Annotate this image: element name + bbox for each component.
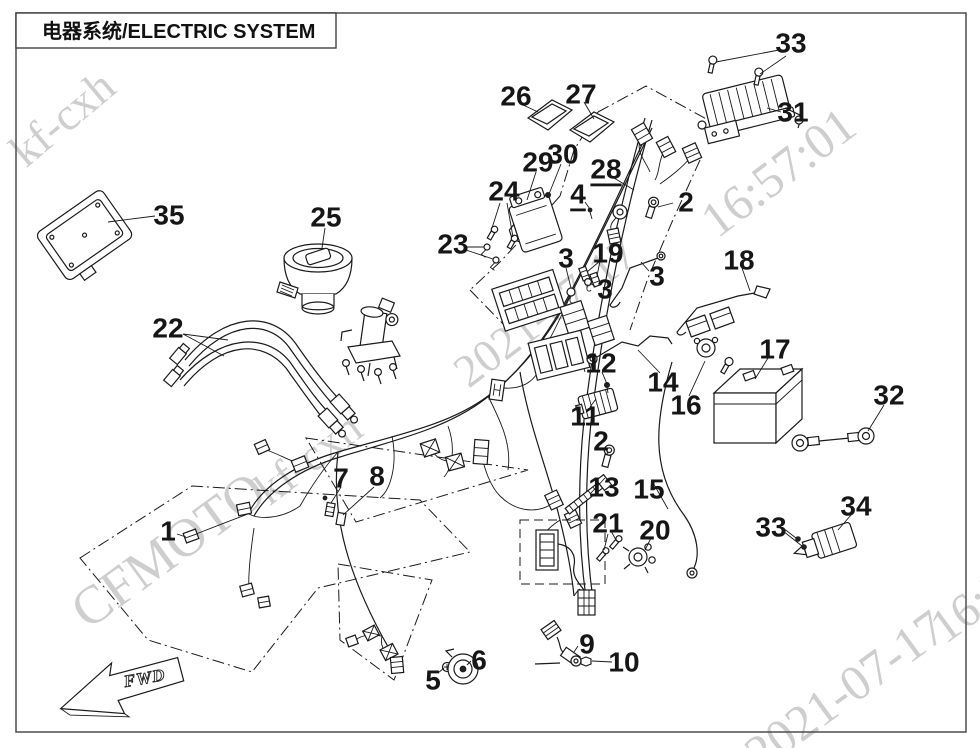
callout-26: 26	[500, 81, 531, 112]
callout-35: 35	[153, 200, 184, 231]
boundary-dashes-top	[469, 85, 713, 331]
callout-34: 34	[840, 491, 872, 522]
callout-19: 19	[592, 238, 623, 269]
callout-14: 14	[647, 367, 679, 398]
part-10-nut	[580, 656, 592, 667]
part-32-ground-cable	[791, 427, 875, 452]
callout-30: 30	[547, 139, 578, 170]
watermark-text: CFMOTO	[60, 460, 277, 640]
callout-3: 3	[597, 274, 613, 305]
page-border	[15, 12, 967, 733]
part-4-pin	[587, 207, 593, 220]
parts-drawing	[36, 49, 885, 685]
fwd-arrow: FWD	[59, 656, 185, 718]
callout-9: 9	[579, 629, 595, 660]
callout-4: 4	[570, 179, 586, 210]
part-33-screws-bottom	[795, 536, 807, 550]
callout-12: 12	[585, 348, 616, 379]
callout-17: 17	[759, 334, 790, 365]
part-1-main-harness	[182, 121, 703, 675]
part-20-relay	[622, 543, 656, 574]
part-34-switch	[792, 521, 858, 559]
part-15-battery-cable	[658, 361, 698, 579]
callout-7: 7	[333, 463, 349, 494]
callout-23: 23	[437, 229, 468, 260]
callout-10: 10	[608, 647, 639, 678]
boundary-dashes-bottomleft	[79, 437, 529, 681]
leader-lines	[107, 49, 885, 674]
part-2-bolt-lower	[601, 444, 615, 469]
callout-2: 2	[678, 187, 694, 218]
callout-18: 18	[723, 245, 754, 276]
part-1-connector	[182, 528, 200, 544]
part-7-diode	[322, 495, 336, 518]
part-12-bolt	[604, 381, 611, 394]
watermark-layer: kf-cxh16:57:012021-07-17kf-cxhCFMOTO2021…	[0, 60, 980, 748]
part-25-socket-cap	[276, 243, 353, 315]
title-box	[15, 12, 337, 49]
part-27-pad	[568, 111, 616, 143]
part-8-fuse	[335, 511, 347, 527]
callout-5: 5	[425, 665, 441, 696]
part-23-clips	[480, 243, 500, 271]
callout-13: 13	[588, 472, 619, 503]
part-18-bracket-rod	[676, 285, 771, 336]
callout-24: 24	[488, 176, 520, 207]
title-block: 电器系统/ELECTRIC SYSTEM	[15, 12, 967, 733]
part-17-battery	[712, 363, 804, 445]
part-16-solenoid	[685, 306, 735, 375]
callout-20: 20	[639, 515, 670, 546]
part-14-bracket-rod	[586, 335, 673, 365]
callout-3: 3	[649, 261, 665, 292]
callout-33: 33	[755, 512, 786, 543]
callout-15: 15	[633, 474, 664, 505]
part-3-bracket	[609, 251, 666, 308]
callout-33: 33	[775, 28, 806, 59]
watermark-text: kf-cxh	[0, 60, 124, 176]
callout-2: 2	[593, 426, 609, 457]
callout-6: 6	[471, 645, 487, 676]
part-21-screws	[595, 535, 623, 563]
ignition-switch-assembly	[340, 297, 401, 385]
callout-31: 31	[777, 97, 808, 128]
callout-1: 1	[160, 516, 176, 547]
part-33-screws-top	[707, 55, 764, 86]
part-9-sensor	[534, 619, 582, 667]
watermark-text: 2021-07-17	[734, 599, 956, 748]
part-19-fuses	[578, 265, 602, 288]
page-title: 电器系统/ELECTRIC SYSTEM	[42, 19, 315, 43]
callout-11: 11	[570, 401, 600, 432]
callout-21: 21	[592, 508, 623, 539]
callout-28: 28	[590, 154, 621, 185]
callout-16: 16	[670, 390, 701, 421]
part-30-bolt	[545, 191, 552, 198]
harness-grommet	[610, 204, 628, 230]
part-26-pad	[526, 99, 574, 131]
part-3-clamp-b	[583, 278, 592, 292]
part-35-control-unit	[36, 190, 133, 282]
callout-3: 3	[558, 243, 574, 274]
fuse-relay-cluster	[491, 265, 615, 381]
part-31-ecu	[697, 74, 804, 145]
callout-8: 8	[369, 461, 385, 492]
callout-27: 27	[565, 79, 596, 110]
callout-25: 25	[310, 202, 341, 233]
part-29-relay-assembly	[508, 187, 563, 253]
part-22-sensor-cables	[162, 320, 359, 438]
part-2-bolt-upper	[644, 196, 660, 220]
callout-32: 32	[873, 380, 904, 411]
callout-29: 29	[522, 147, 553, 178]
callout-22: 22	[152, 313, 183, 344]
